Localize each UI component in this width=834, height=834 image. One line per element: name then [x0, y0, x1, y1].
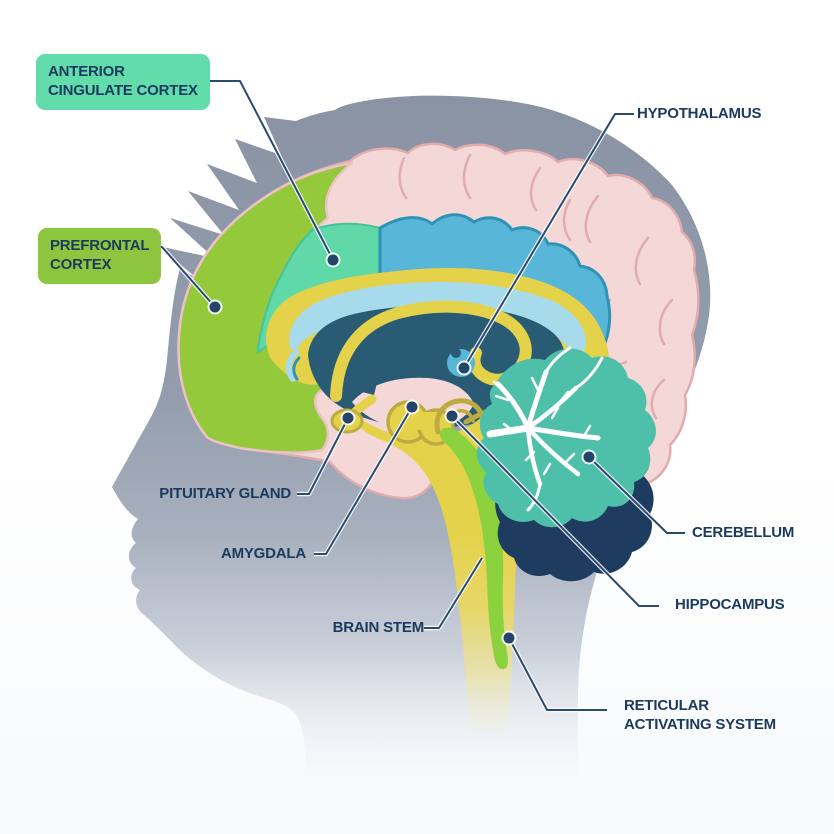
leader-line-reticular-activating-system	[508, 637, 607, 711]
label-hippocampus: HIPPOCAMPUS	[675, 596, 785, 613]
leader-line-hypothalamus	[463, 113, 634, 369]
dot-cerebellum	[583, 451, 595, 463]
cerebellum-teal-lobes	[476, 348, 656, 528]
leader-line-pituitary-gland	[297, 417, 349, 495]
commissure-chevrons	[350, 366, 380, 395]
leader-dots	[207, 252, 597, 646]
dot-prefrontal-cortex	[209, 301, 221, 313]
leader-line-anterior-cingulate-cortex	[197, 80, 334, 261]
label-hypothalamus: HYPOTHALAMUS	[637, 105, 762, 122]
brain-region-cerebellum	[476, 346, 656, 582]
leader-line-amygdala	[314, 406, 413, 555]
leader-line-brain-stem	[424, 557, 483, 629]
callosum-front-lip-highlight	[285, 349, 299, 382]
label-brain-stem: BRAIN STEM	[332, 619, 425, 636]
dot-amygdala	[406, 401, 418, 413]
label-prefrontal-cortex: PREFRONTAL CORTEX	[38, 228, 162, 284]
label-amygdala: AMYGDALA	[220, 545, 306, 562]
leader-lines	[149, 78, 685, 713]
brain-region-ventricle-light-blue	[289, 281, 586, 360]
dot-pituitary-gland	[342, 412, 354, 424]
label-reticular-activating-system: RETICULAR ACTIVATING SYSTEM	[624, 697, 776, 733]
label-cerebellum: CEREBELLUM	[692, 524, 795, 541]
arbor-vitae-tree	[486, 346, 604, 512]
leader-line-hippocampus	[451, 415, 659, 607]
leader-line-cerebellum	[588, 456, 685, 534]
dot-reticular-activating-system	[503, 632, 515, 644]
dot-hypothalamus	[458, 362, 470, 374]
callosum-front-lip-outline	[292, 356, 301, 381]
label-pituitary-gland: PITUITARY GLAND	[159, 485, 291, 502]
label-anterior-cingulate-cortex: ANTERIOR CINGULATE CORTEX	[36, 54, 210, 110]
dot-hippocampus	[446, 410, 458, 422]
dot-anterior-cingulate-cortex	[327, 254, 339, 266]
hypothalamus-nucleus	[451, 348, 461, 358]
